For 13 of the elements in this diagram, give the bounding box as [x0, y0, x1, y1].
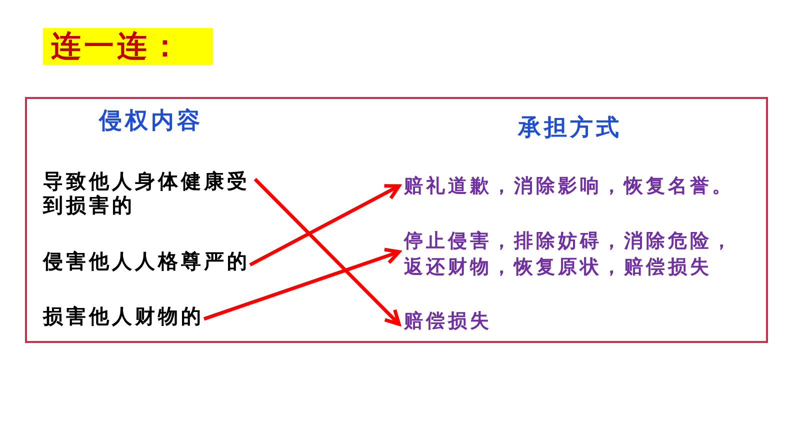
arrow — [254, 178, 401, 326]
infringement-text: 导致他人身体健康受到损害的 — [43, 170, 255, 218]
frame-box — [25, 97, 768, 343]
title-banner: 连一连： — [43, 28, 213, 65]
liability-text: 赔偿损失 — [399, 309, 492, 335]
arrow — [203, 248, 401, 321]
infringement-text: 损害他人财物的 — [43, 305, 204, 329]
infringement-text: 侵害他人人格尊严的 — [43, 250, 250, 274]
column-heading: 侵权内容 — [99, 107, 203, 133]
column-heading: 承担方式 — [518, 114, 622, 140]
liability-text: 赔礼道歉，消除影响，恢复名誉。 — [399, 174, 744, 200]
arrow — [249, 184, 401, 266]
liability-text: 停止侵害，排除妨碍，消除危险，返还财物，恢复原状，赔偿损失 — [399, 229, 744, 281]
